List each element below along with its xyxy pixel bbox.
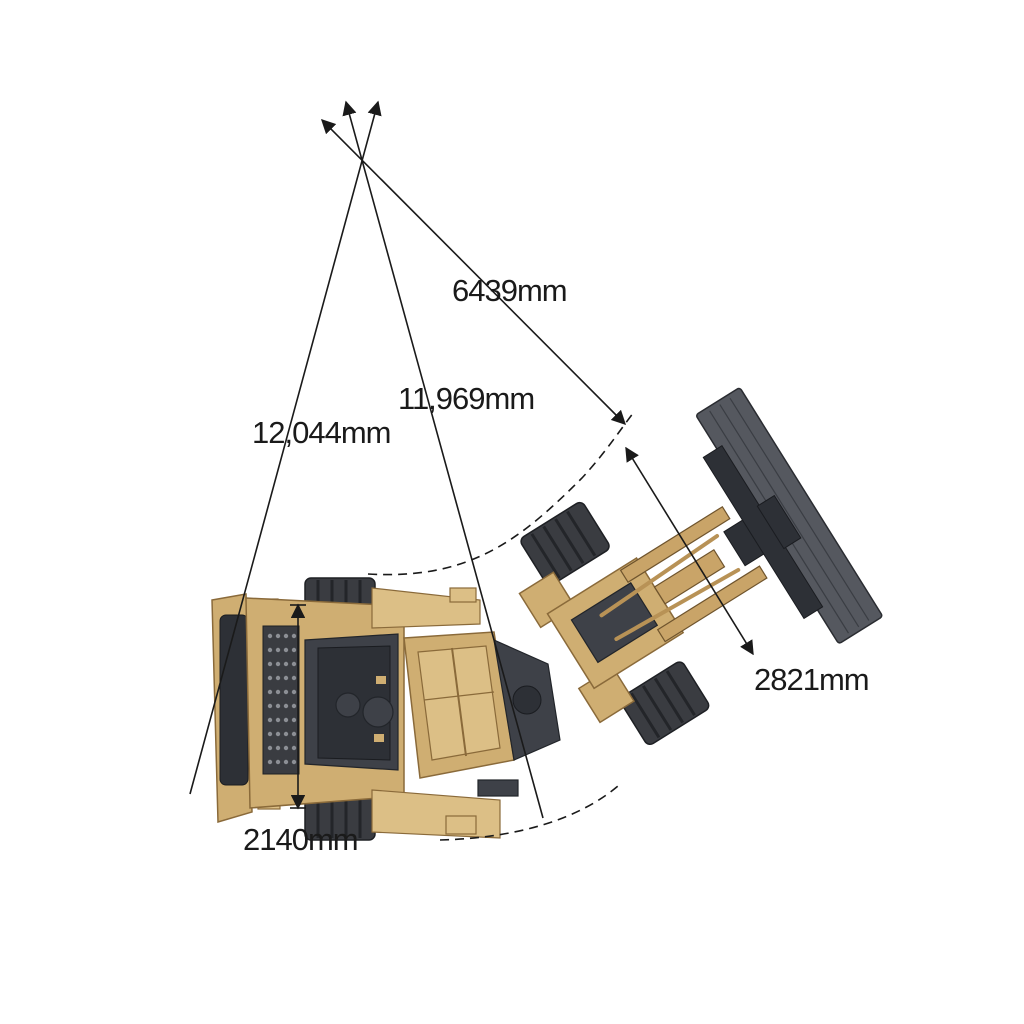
- bucket-width-label: 2821mm: [754, 662, 869, 697]
- turning-radius-inner-label: 11,969mm: [398, 381, 534, 416]
- front-right-tire: [619, 661, 710, 746]
- articulation-joint: [493, 638, 561, 761]
- inner-turning-path: [439, 785, 619, 841]
- bucket-corner-radius-line: [320, 118, 627, 426]
- front-left-tire: [520, 501, 610, 586]
- outer-turning-path: [367, 411, 635, 576]
- rear-frame: [211, 577, 519, 841]
- machine-width-label: 2140mm: [243, 822, 358, 857]
- bucket-width-line: [625, 446, 754, 656]
- bucket-corner-radius-label: 6439mm: [452, 273, 567, 308]
- engine-hood: [245, 597, 405, 809]
- wheel-loader-illustration: [211, 387, 883, 841]
- operator-cab: [403, 631, 519, 797]
- turning-radius-outer-label: 12,044mm: [252, 415, 390, 450]
